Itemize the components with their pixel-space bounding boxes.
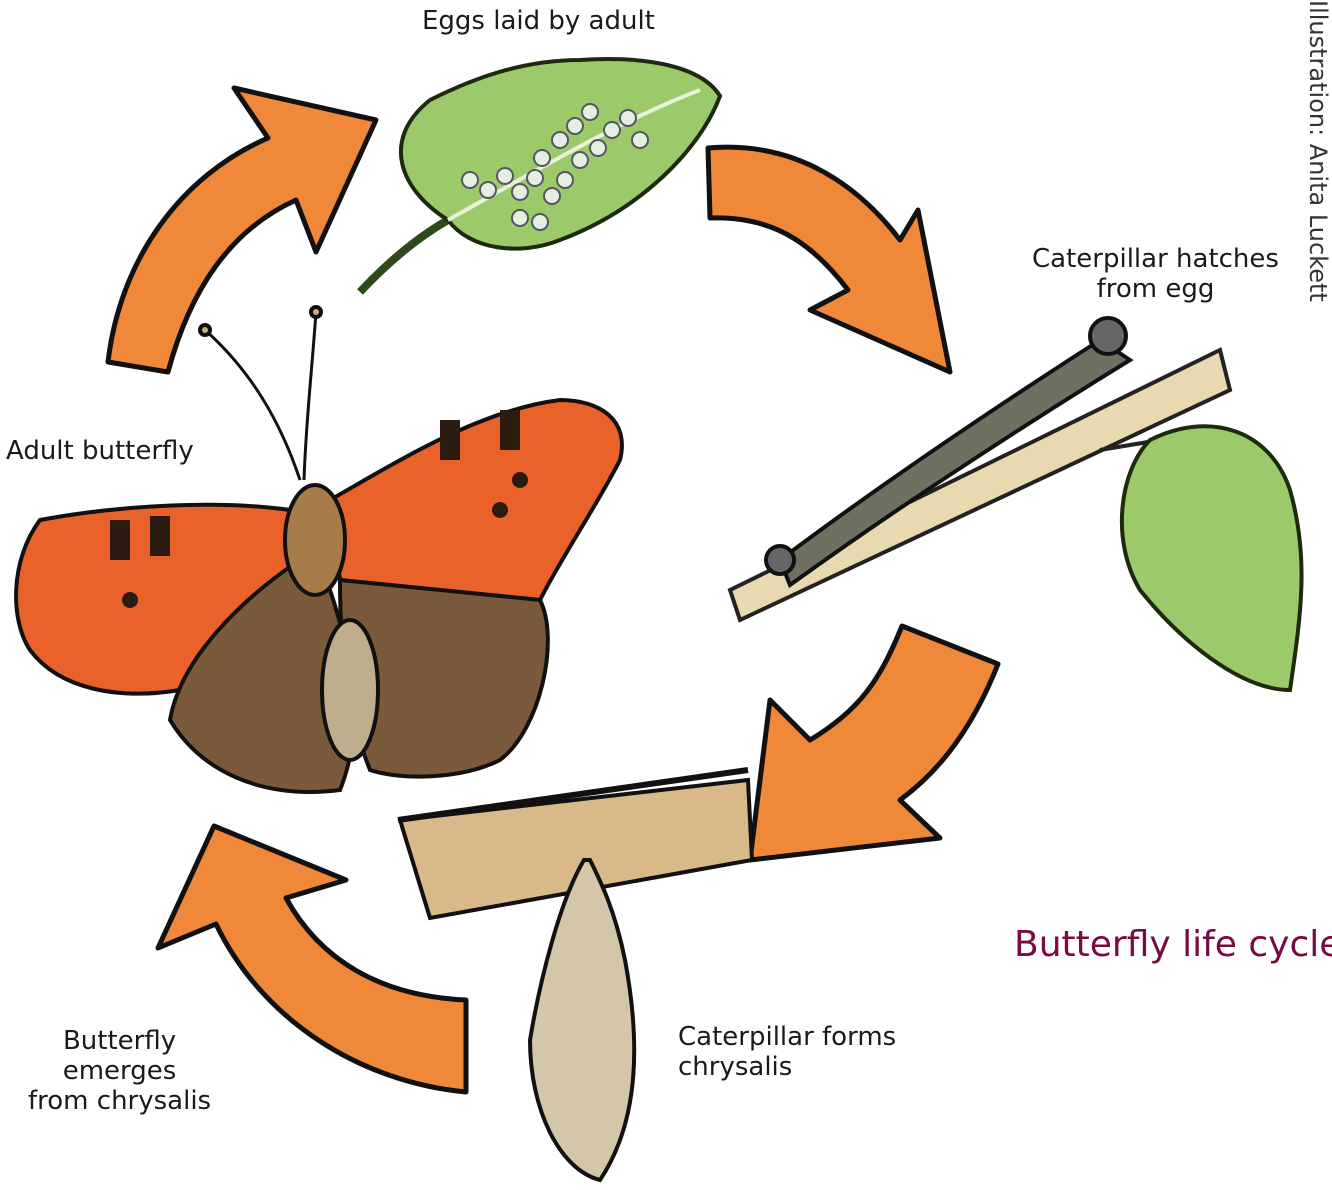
label-caterpillar-line2: from egg — [1032, 274, 1279, 304]
label-emerges-line2: emerges — [28, 1056, 211, 1086]
label-chrysalis-line1: Caterpillar forms — [678, 1022, 896, 1052]
label-chrysalis: Caterpillar forms chrysalis — [678, 1022, 896, 1082]
caterpillar-illustration — [730, 318, 1302, 690]
label-adult-line1: Adult butterfly — [6, 436, 194, 466]
diagram-title: Butterfly life cycle — [1014, 924, 1332, 966]
label-eggs-line1: Eggs laid by adult — [422, 6, 655, 36]
label-caterpillar-line1: Caterpillar hatches — [1032, 244, 1279, 274]
arrow-caterpillar-to-chrysalis — [750, 626, 998, 860]
label-chrysalis-line2: chrysalis — [678, 1052, 896, 1082]
label-caterpillar: Caterpillar hatches from egg — [1032, 244, 1279, 304]
leaf-with-eggs-illustration — [360, 59, 720, 292]
chrysalis-illustration — [398, 770, 752, 1180]
label-eggs: Eggs laid by adult — [422, 6, 655, 36]
label-emerges: Butterfly emerges from chrysalis — [28, 1026, 211, 1116]
arrow-eggs-to-caterpillar — [708, 147, 950, 372]
label-emerges-line3: from chrysalis — [28, 1086, 211, 1116]
label-adult: Adult butterfly — [6, 436, 194, 466]
arrow-adult-to-eggs — [108, 88, 376, 372]
illustration-credit: Illustration: Anita Luckett — [1304, 0, 1332, 302]
adult-butterfly-illustration — [16, 307, 622, 792]
label-emerges-line1: Butterfly — [28, 1026, 211, 1056]
